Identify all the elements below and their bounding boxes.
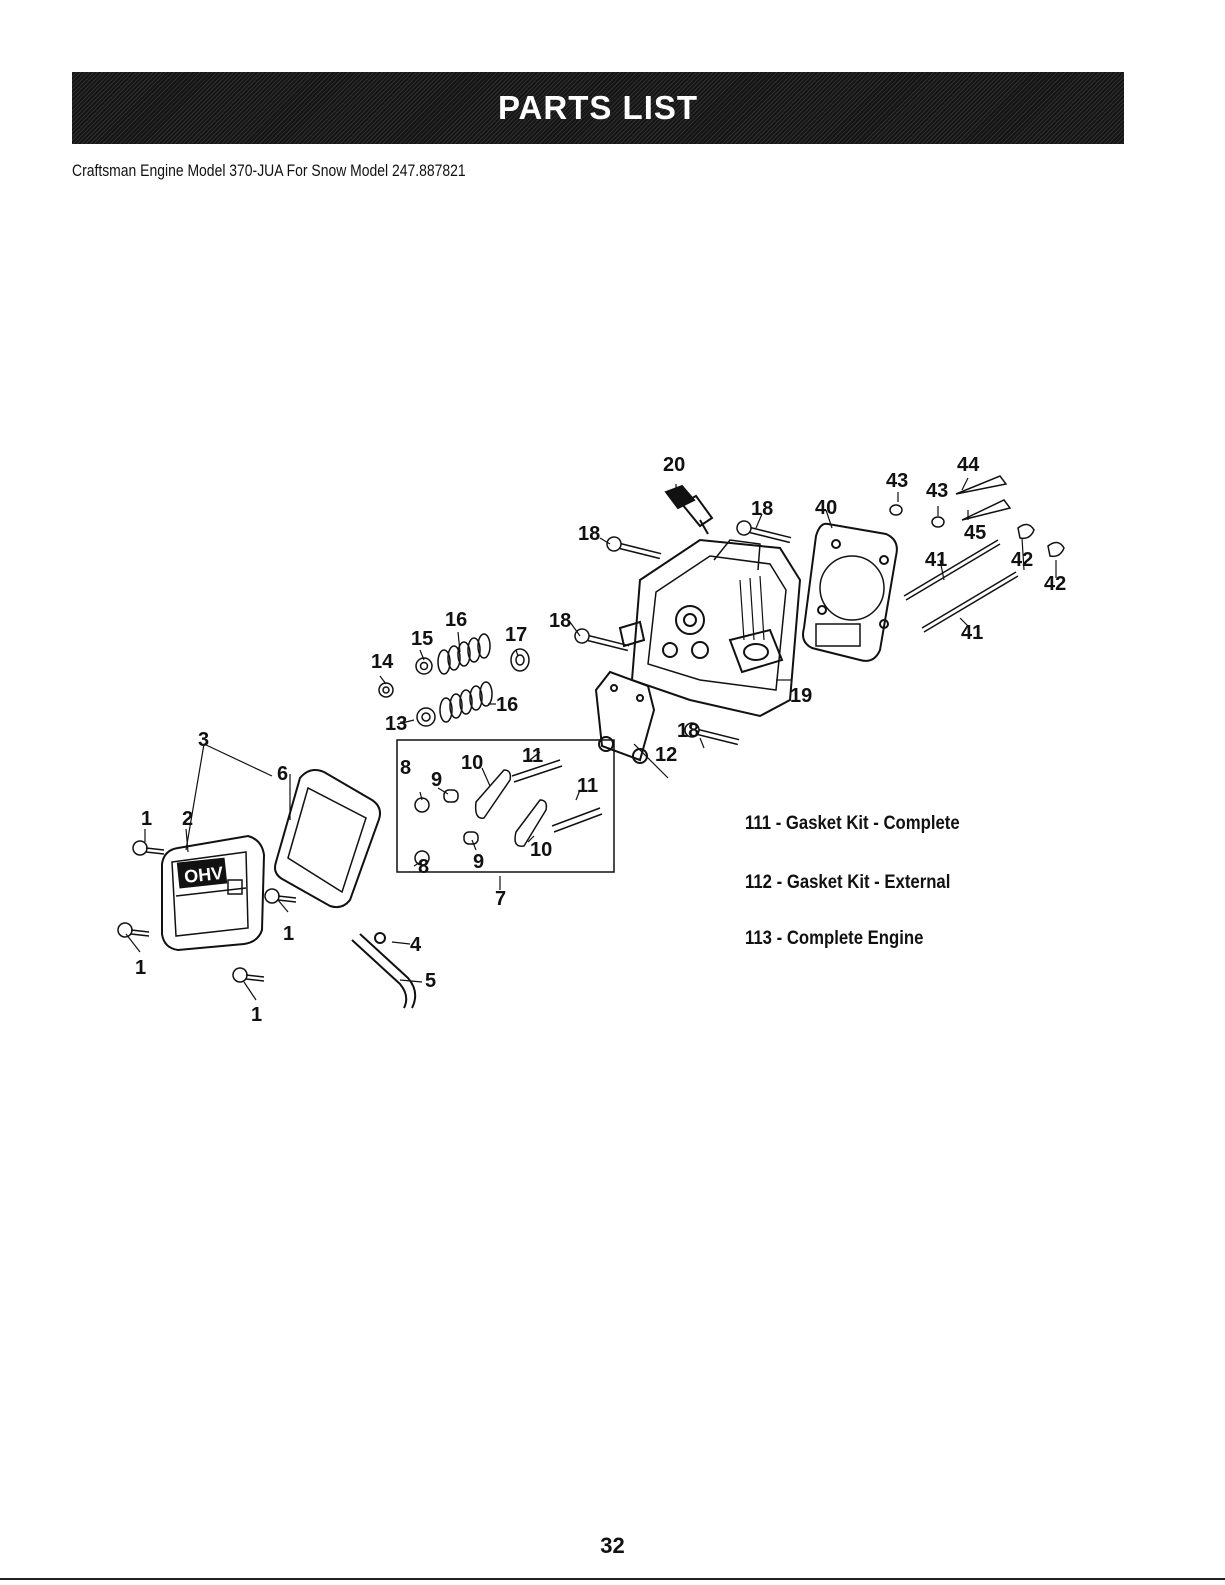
callout-18: 18 — [549, 610, 571, 632]
callout-7: 7 — [495, 888, 506, 910]
callout-18: 18 — [751, 498, 773, 520]
callout-1: 1 — [141, 808, 152, 830]
callout-14: 14 — [371, 651, 394, 673]
page-number: 32 — [0, 1533, 1225, 1559]
cover-gasket — [275, 770, 380, 907]
callout-10: 10 — [530, 839, 552, 861]
callout-16: 16 — [445, 609, 467, 631]
callout-1: 1 — [283, 923, 294, 945]
callout-17: 17 — [505, 624, 527, 646]
callout-41: 41 — [961, 622, 983, 644]
callout-42: 42 — [1011, 549, 1033, 571]
callout-40: 40 — [815, 497, 837, 519]
callout-44: 44 — [957, 454, 980, 476]
callout-9: 9 — [431, 769, 442, 791]
callout-43: 43 — [926, 480, 948, 502]
callout-16: 16 — [496, 694, 518, 716]
callout-18: 18 — [578, 523, 600, 545]
callout-2: 2 — [182, 808, 193, 830]
breather-hose — [352, 933, 415, 1008]
rocker-arm-group — [415, 760, 602, 865]
callout-15: 15 — [411, 628, 433, 650]
callout-41: 41 — [925, 549, 947, 571]
exploded-parts-diagram: OHV — [0, 0, 1225, 1100]
callout-11: 11 — [577, 775, 598, 797]
callout-43: 43 — [886, 470, 908, 492]
cylinder-head — [620, 540, 800, 716]
kit-gasket-external: 112 - Gasket Kit - External — [745, 872, 950, 894]
callout-1: 1 — [251, 1004, 262, 1026]
spark-plug — [666, 486, 712, 534]
callout-10: 10 — [461, 752, 483, 774]
callout-13: 13 — [385, 713, 407, 735]
callout-1: 1 — [135, 957, 146, 979]
callout-20: 20 — [663, 454, 685, 476]
callout-12: 12 — [655, 744, 677, 766]
callout-18: 18 — [677, 720, 699, 742]
callout-9: 9 — [473, 851, 484, 873]
callout-8: 8 — [418, 856, 429, 878]
valve-train-group — [890, 476, 1064, 632]
callout-5: 5 — [425, 970, 436, 992]
bottom-rule — [0, 1578, 1225, 1580]
callout-8: 8 — [400, 757, 411, 779]
callout-45: 45 — [964, 522, 986, 544]
leader-lines — [126, 478, 1056, 1000]
callout-19: 19 — [790, 685, 812, 707]
callout-4: 4 — [410, 934, 422, 956]
head-gasket — [803, 524, 897, 661]
callout-11: 11 — [522, 745, 543, 767]
callout-42: 42 — [1044, 573, 1066, 595]
valve-cover: OHV — [162, 836, 264, 950]
callout-6: 6 — [277, 763, 288, 785]
callout-3: 3 — [198, 729, 209, 751]
cover-ohv-marking: OHV — [183, 863, 224, 887]
kit-gasket-complete: 111 - Gasket Kit - Complete — [745, 813, 960, 835]
kit-complete-engine: 113 - Complete Engine — [745, 928, 923, 950]
